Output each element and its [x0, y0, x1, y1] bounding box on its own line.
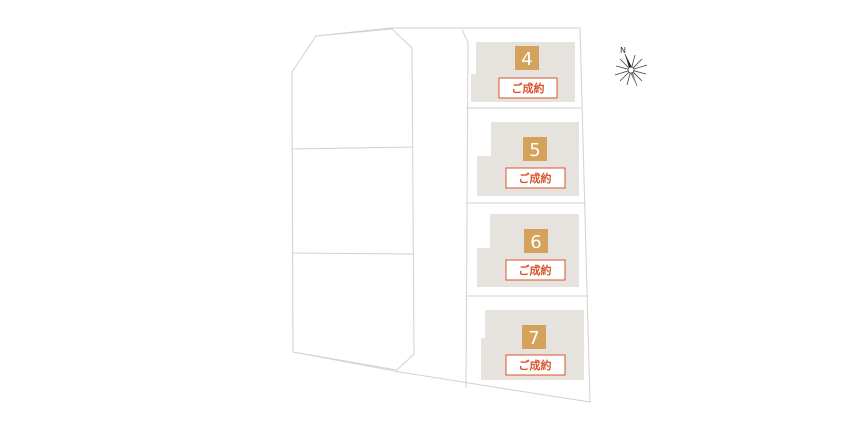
lot-status: ご成約: [519, 263, 552, 277]
lot-status: ご成約: [519, 358, 552, 372]
lot-4-marker[interactable]: 4 ご成約: [498, 46, 558, 99]
compass-rose-icon: N: [614, 46, 648, 87]
lot-number: 4: [521, 49, 532, 70]
lot-number-badge: [523, 137, 547, 161]
lot-number: 5: [529, 140, 540, 161]
lot-status-box: [505, 259, 566, 281]
west-parcel-block: [291, 28, 415, 371]
lot-number-badge: [515, 46, 539, 70]
west-parcel-divider-1: [291, 146, 414, 150]
lot-status-box: [505, 354, 566, 376]
road-east-edge: [461, 29, 469, 389]
compass-north-label: N: [620, 46, 626, 55]
lot-status: ご成約: [512, 81, 545, 95]
lot-number: 6: [530, 232, 541, 253]
lot-number-badge: [524, 229, 548, 253]
lot-7-marker[interactable]: 7 ご成約: [505, 325, 566, 376]
lot-status-box: [505, 167, 566, 189]
lot-number: 7: [528, 328, 539, 349]
lot-6-marker[interactable]: 6 ご成約: [505, 229, 566, 281]
lot-status: ご成約: [519, 171, 552, 185]
lot-status-box: [498, 77, 558, 99]
lot-5-marker[interactable]: 5 ご成約: [505, 137, 566, 189]
west-parcel-divider-2: [291, 252, 415, 255]
lot-number-badge: [522, 325, 546, 349]
